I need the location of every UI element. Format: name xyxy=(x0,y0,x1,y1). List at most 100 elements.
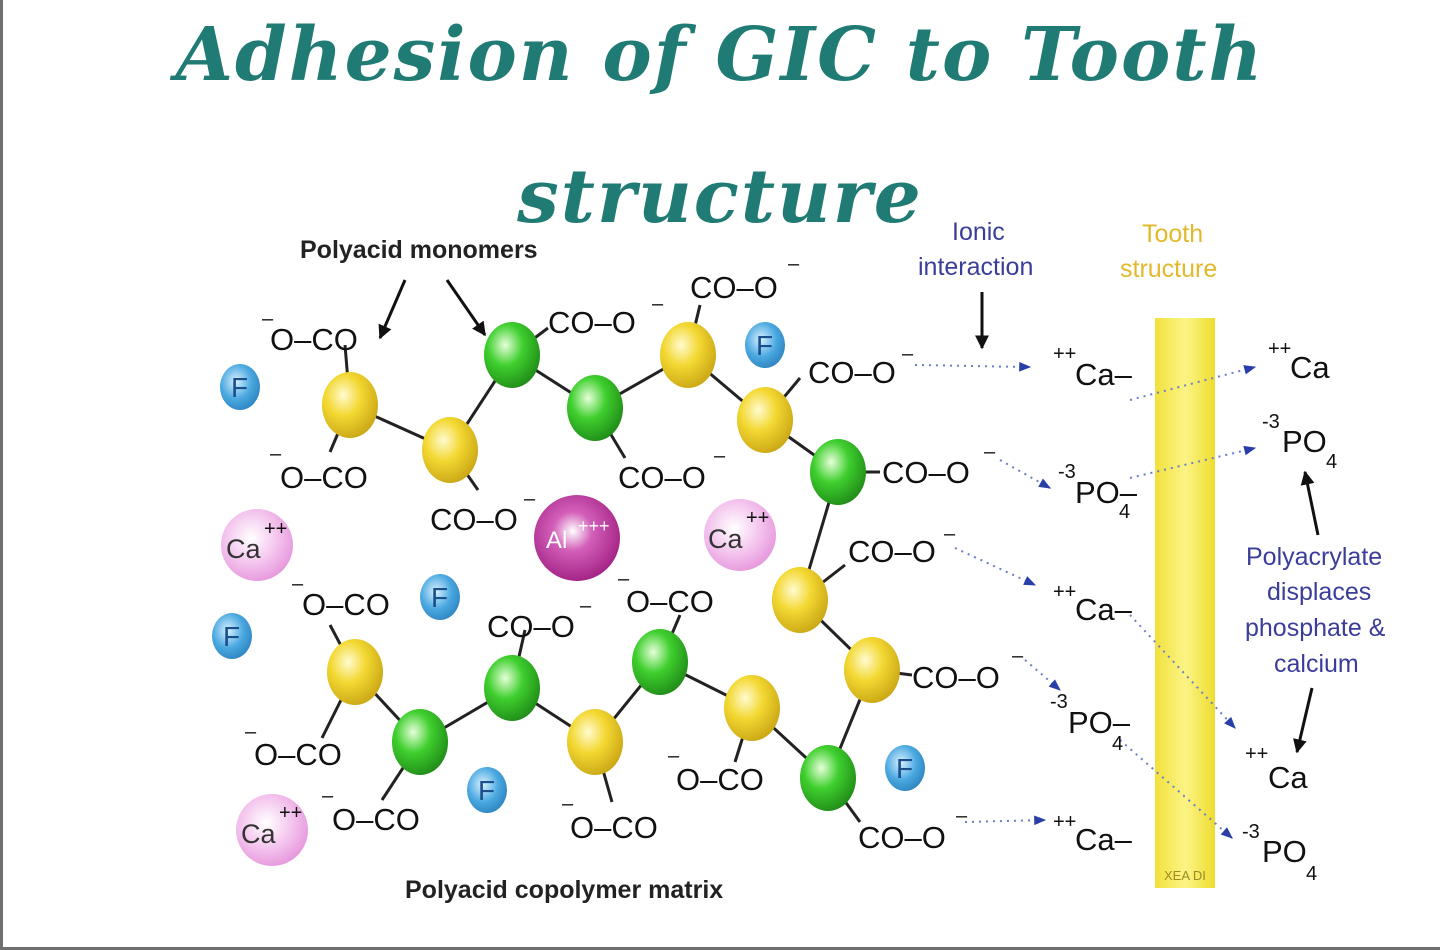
po4-label: PO xyxy=(1262,834,1307,869)
group-oco: O–CO xyxy=(570,810,658,845)
aluminium-charge: +++ xyxy=(578,516,610,536)
po4-charge: -3 xyxy=(1242,821,1260,843)
fluoride-label: F xyxy=(431,582,448,613)
ca-bond-label: Ca– xyxy=(1075,592,1133,627)
ca-label: Ca xyxy=(1290,350,1330,385)
po4-charge: -3 xyxy=(1262,411,1280,433)
fluoride-label: F xyxy=(756,330,773,361)
group-charge: – xyxy=(1012,645,1024,667)
calcium-charge: ++ xyxy=(746,507,769,529)
group-coo: CO–O xyxy=(848,534,936,569)
copolymer-matrix-label: Polyacid copolymer matrix xyxy=(405,876,723,904)
polyacrylate-line3: phosphate & xyxy=(1245,614,1386,642)
yellow-node xyxy=(844,637,900,703)
interface-ions: ++ Ca– -3 PO– 4 ++ Ca– -3 PO– 4 ++ Ca– xyxy=(1050,343,1138,857)
group-charge: – xyxy=(984,441,996,463)
calcium-label: Ca xyxy=(708,524,743,554)
ca-charge: ++ xyxy=(1245,743,1268,765)
calcium-charge: ++ xyxy=(264,518,287,540)
group-oco: O–CO xyxy=(280,460,368,495)
group-coo: CO–O xyxy=(548,305,636,340)
ionic-label-line2: interaction xyxy=(918,253,1033,281)
fluoride-label: F xyxy=(478,775,495,806)
group-oco: O–CO xyxy=(270,322,358,357)
group-charge: – xyxy=(944,523,956,545)
group-charge: – xyxy=(524,488,536,510)
ca-bond-label: Ca– xyxy=(1075,357,1133,392)
green-node xyxy=(484,322,540,388)
tooth-structure-bar xyxy=(1155,318,1215,888)
group-oco: O–CO xyxy=(332,802,420,837)
monomer-arrow-left xyxy=(378,279,407,340)
group-coo: CO–O xyxy=(430,502,518,537)
group-charge: – xyxy=(270,443,282,465)
ca-charge: ++ xyxy=(1053,811,1076,833)
group-charge: – xyxy=(714,445,726,467)
fluoride-label: F xyxy=(223,621,240,652)
group-charge: – xyxy=(788,253,800,275)
calcium-label: Ca xyxy=(226,534,261,564)
group-charge: – xyxy=(262,308,274,330)
polyacrylate-line1: Polyacrylate xyxy=(1246,543,1382,571)
yellow-monomer-nodes xyxy=(322,322,900,775)
ca-charge: ++ xyxy=(1268,338,1291,360)
yellow-node xyxy=(422,417,478,483)
tooth-bar-watermark: XEA DI xyxy=(1164,868,1206,883)
ca-label: Ca xyxy=(1268,760,1308,795)
green-node xyxy=(392,709,448,775)
green-node xyxy=(567,375,623,441)
po4-charge: -3 xyxy=(1050,691,1068,713)
monomer-arrow-right xyxy=(445,279,487,337)
polyacrylate-line4: calcium xyxy=(1274,650,1359,678)
group-coo: CO–O xyxy=(882,455,970,490)
group-coo: CO–O xyxy=(912,660,1000,695)
green-node xyxy=(810,439,866,505)
aluminium-ion: Al +++ xyxy=(534,495,620,581)
green-monomer-nodes xyxy=(392,322,866,811)
po4-subscript: 4 xyxy=(1306,863,1317,885)
green-node xyxy=(800,745,856,811)
group-coo: CO–O xyxy=(808,355,896,390)
calcium-ions: Ca ++ Ca ++ Ca ++ xyxy=(221,499,776,866)
group-coo: CO–O xyxy=(690,270,778,305)
po4-bond-label: PO– xyxy=(1075,475,1138,510)
ca-charge: ++ xyxy=(1053,581,1076,603)
group-oco: O–CO xyxy=(254,737,342,772)
slide-title-line1: Adhesion of GIC to Tooth xyxy=(175,12,1265,98)
po4-charge: -3 xyxy=(1058,461,1076,483)
polyacrylate-line2: displaces xyxy=(1267,578,1371,606)
polyacid-monomers-label: Polyacid monomers xyxy=(300,236,538,264)
yellow-node xyxy=(327,639,383,705)
po4-subscript: 4 xyxy=(1326,451,1337,473)
group-coo: CO–O xyxy=(618,460,706,495)
displaced-ions: ++ Ca -3 PO 4 ++ Ca -3 PO 4 xyxy=(1242,338,1337,885)
ionic-label-line1: Ionic xyxy=(952,218,1005,246)
group-charge: – xyxy=(245,721,257,743)
ca-bond-label: Ca– xyxy=(1075,822,1133,857)
fluoride-label: F xyxy=(896,753,913,784)
aluminium-label: Al xyxy=(546,527,567,554)
group-coo: CO–O xyxy=(487,609,575,644)
po4-subscript: 4 xyxy=(1119,501,1130,523)
slide-title-line2: structure xyxy=(517,154,923,240)
group-oco: O–CO xyxy=(676,762,764,797)
group-charge: – xyxy=(902,343,914,365)
group-charge: – xyxy=(618,568,630,590)
po4-bond-label: PO– xyxy=(1068,705,1131,740)
ionic-dotted-links xyxy=(914,362,1257,839)
po4-label: PO xyxy=(1282,424,1327,459)
yellow-node xyxy=(322,372,378,438)
group-coo: CO–O xyxy=(858,820,946,855)
group-charge: – xyxy=(652,293,664,315)
yellow-node xyxy=(567,709,623,775)
calcium-charge: ++ xyxy=(279,802,302,824)
green-node xyxy=(484,655,540,721)
displace-arrow-up xyxy=(1300,470,1320,536)
group-charge: – xyxy=(956,805,968,827)
group-charge: – xyxy=(292,573,304,595)
yellow-node xyxy=(772,567,828,633)
po4-subscript: 4 xyxy=(1112,733,1123,755)
tooth-label-line1: Tooth xyxy=(1142,220,1203,248)
